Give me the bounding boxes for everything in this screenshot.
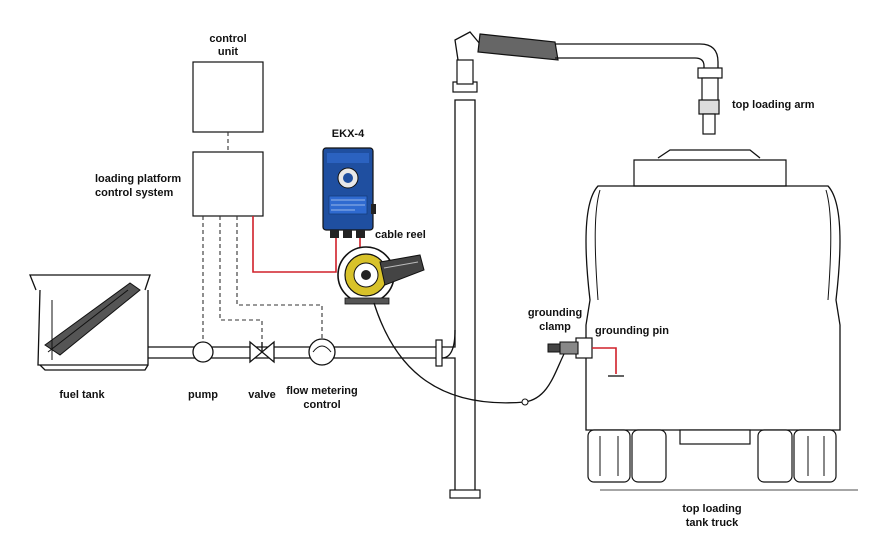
column <box>441 31 481 499</box>
ekx4-device <box>322 147 376 238</box>
grounding-cable <box>373 302 568 404</box>
tank-truck <box>575 149 841 483</box>
label-platform-1: loading platform <box>95 173 181 185</box>
label-grounding-clamp-1: grounding <box>528 307 582 319</box>
fuel-tank <box>29 274 151 371</box>
label-top-loading-arm: top loading arm <box>732 99 815 111</box>
label-valve: valve <box>248 389 276 401</box>
label-ekx4: EKX-4 <box>332 128 365 140</box>
loading-arm <box>477 33 723 135</box>
control-unit-box <box>192 61 264 133</box>
pump <box>192 341 214 363</box>
label-flow-2: control <box>303 399 340 411</box>
signal-lines <box>202 216 323 350</box>
label-flow-1: flow metering <box>286 385 358 397</box>
platform-control-box <box>192 151 264 217</box>
pipe-flange <box>435 339 443 367</box>
label-control-unit-1: control <box>209 33 246 45</box>
label-cable-reel: cable reel <box>375 229 426 241</box>
red-wire-platform <box>252 216 337 273</box>
label-fuel-tank: fuel tank <box>59 389 105 401</box>
red-wire-ground <box>592 347 617 374</box>
label-platform-2: control system <box>95 187 173 199</box>
grounding-clamp <box>547 341 579 355</box>
label-pump: pump <box>188 389 218 401</box>
flow-meter <box>308 338 336 366</box>
cable-reel <box>337 246 425 305</box>
cable-bead <box>521 398 529 406</box>
valve <box>249 340 275 364</box>
label-control-unit-2: unit <box>218 46 238 58</box>
label-truck-1: top loading <box>682 503 741 515</box>
label-grounding-pin: grounding pin <box>595 325 669 337</box>
label-truck-2: tank truck <box>686 517 739 529</box>
label-grounding-clamp-2: clamp <box>539 321 571 333</box>
